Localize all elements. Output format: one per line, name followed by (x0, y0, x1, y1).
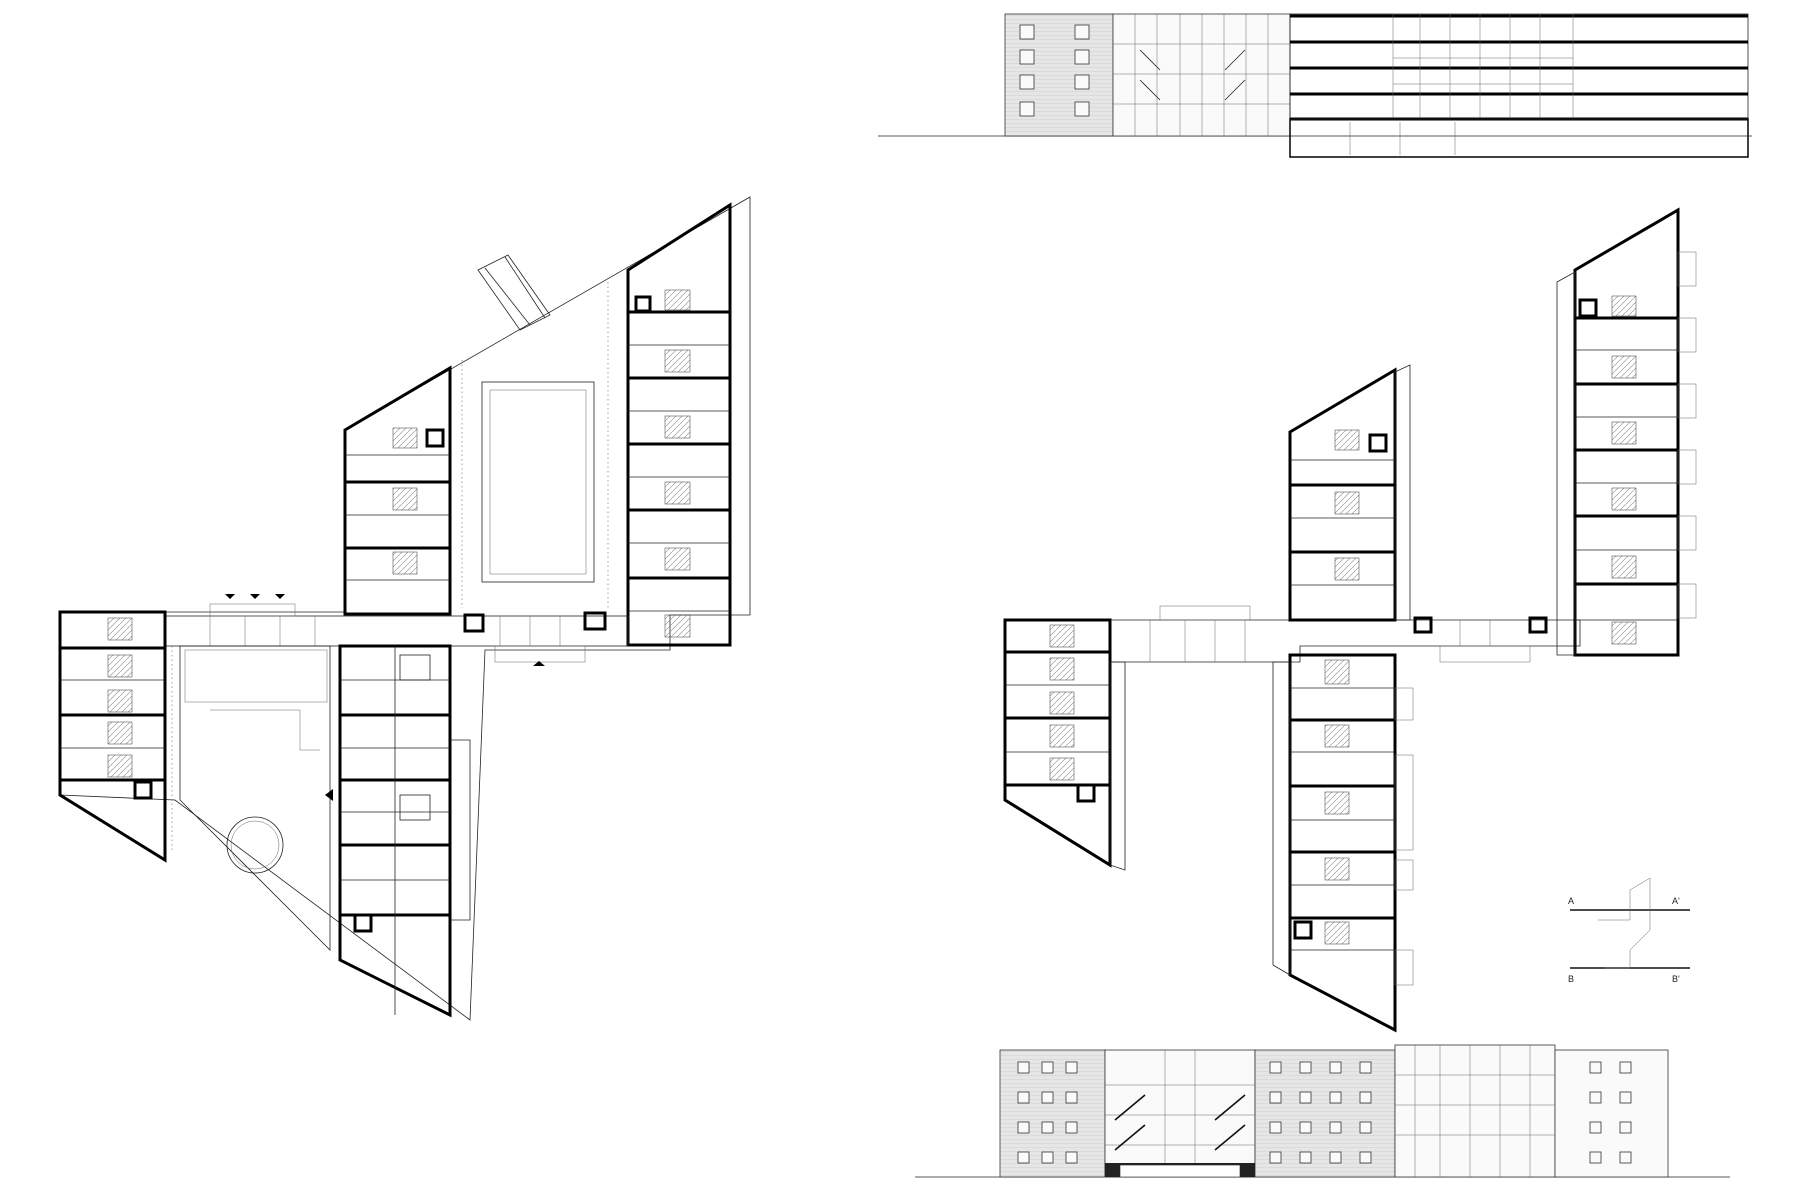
entrance-canopy (477, 254, 551, 331)
label-a-prime: A' (1672, 896, 1680, 906)
plan-wing-west (58, 610, 173, 863)
elevation-glazed-block (1112, 13, 1291, 137)
key-plan-outline (1598, 877, 1651, 969)
brick-windows (1019, 24, 1090, 117)
upper-wing-south (1272, 653, 1414, 1033)
elevation-bottom (915, 1044, 1730, 1178)
label-b-prime: B' (1672, 974, 1680, 984)
section-cut (1289, 13, 1749, 158)
plan-wing-north (343, 365, 452, 616)
label-b: B (1568, 974, 1574, 984)
site-boundary (59, 196, 751, 1021)
key-plan: A A' B B' (1568, 877, 1690, 984)
glazing-grid (1113, 14, 1290, 136)
plan-central-court (179, 645, 333, 951)
upper-wing-north (1288, 364, 1411, 622)
plan-wing-south (338, 644, 471, 1018)
upper-wing-west (1003, 618, 1126, 871)
section-elevation-top (878, 13, 1752, 158)
plan-wing-east (626, 202, 732, 647)
upper-floor-plan (1003, 207, 1697, 1033)
ground-floor-plan (58, 196, 751, 1021)
courtyard-lawn (481, 381, 595, 583)
plan-corridor (164, 594, 629, 666)
label-a: A (1568, 896, 1574, 906)
stair-diagonals (1139, 49, 1246, 101)
upper-wing-east (1556, 207, 1697, 657)
